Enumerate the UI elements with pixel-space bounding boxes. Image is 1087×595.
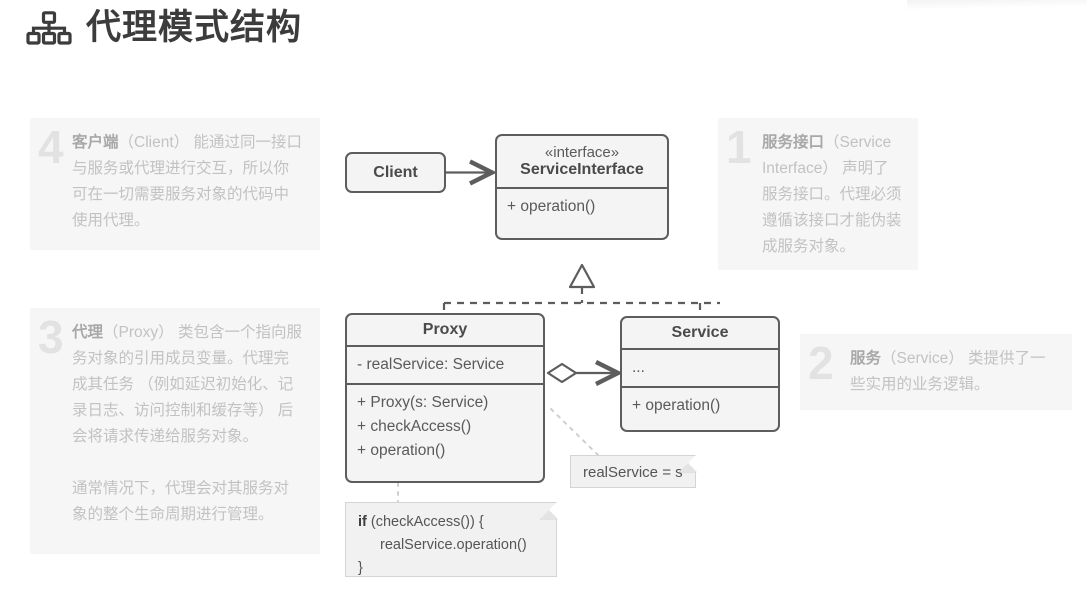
uml-attribute: ... xyxy=(632,359,645,376)
uml-class-service-name: Service xyxy=(671,324,729,341)
uml-service-header: Service xyxy=(622,318,778,348)
note-leader-assignment xyxy=(550,408,599,456)
uml-stereotype: «interface» xyxy=(544,144,620,161)
panel-term-proxy: 代理 xyxy=(72,324,104,341)
panel-term-service: 服务 xyxy=(850,350,882,367)
uml-service-operations: + operation() xyxy=(622,386,778,424)
uml-class-service-interface[interactable]: «interface» ServiceInterface + operation… xyxy=(495,134,669,240)
panel-text-client: 客户端（Client） 能通过同一接口与服务或代理进行交互，所以你可在一切需要服… xyxy=(46,130,304,234)
realization-triangle xyxy=(568,263,596,289)
uml-operation: + Proxy(s: Service) xyxy=(357,394,489,411)
panel-term-client: 客户端 xyxy=(72,134,119,151)
uml-class-service-interface-name: ServiceInterface xyxy=(520,161,644,178)
uml-operation: + checkAccess() xyxy=(357,418,472,435)
uml-interface-operations: + operation() xyxy=(497,187,667,225)
panel-body-service: （Service） 类提供了一些实用的业务逻辑。 xyxy=(850,350,1046,393)
panel-body-service-interface: （Service Interface） 声明了服务接口。代理必须遵循该接口才能伪… xyxy=(762,134,902,255)
uml-attribute: - realService: Service xyxy=(357,356,505,373)
uml-proxy-attributes: - realService: Service xyxy=(347,345,543,383)
panel-number-2: 2 xyxy=(808,337,834,389)
panel-body-proxy-2: 通常情况下，代理会对其服务对象的整个生命周期进行管理。 xyxy=(72,480,290,523)
panel-number-4: 4 xyxy=(38,121,64,173)
code-keyword-if: if xyxy=(358,514,367,530)
panel-body-client: （Client） 能通过同一接口与服务或代理进行交互，所以你可在一切需要服务对象… xyxy=(72,134,302,229)
uml-class-proxy[interactable]: Proxy - realService: Service + Proxy(s: … xyxy=(345,313,545,483)
panel-text-proxy: 代理（Proxy） 类包含一个指向服务对象的引用成员变量。代理完成其任务 （例如… xyxy=(46,320,304,528)
panel-text-service-interface: 服务接口（Service Interface） 声明了服务接口。代理必须遵循该接… xyxy=(734,130,902,260)
code-line-1-rest: (checkAccess()) { xyxy=(366,514,484,530)
explanation-panel-service-interface: 1 服务接口（Service Interface） 声明了服务接口。代理必须遵循… xyxy=(718,118,918,270)
panel-number-1: 1 xyxy=(726,121,752,173)
uml-note-code-line-1: if (checkAccess()) { xyxy=(358,511,544,534)
panel-text-service: 服务（Service） 类提供了一些实用的业务逻辑。 xyxy=(816,346,1056,398)
page-title: 代理模式结构 xyxy=(86,8,303,47)
uml-service-attributes: ... xyxy=(622,348,778,386)
uml-note-code-line-2: realService.operation() xyxy=(380,537,527,553)
uml-note-code: if (checkAccess()) { realService.operati… xyxy=(345,502,557,577)
explanation-panel-client: 4 客户端（Client） 能通过同一接口与服务或代理进行交互，所以你可在一切需… xyxy=(30,118,320,250)
uml-operation: + operation() xyxy=(357,442,446,459)
panel-number-3: 3 xyxy=(38,311,64,363)
panel-term-service-interface: 服务接口 xyxy=(762,134,825,151)
panel-body-proxy-1: （Proxy） 类包含一个指向服务对象的引用成员变量。代理完成其任务 （例如延迟… xyxy=(72,324,302,445)
aggregation-diamond xyxy=(546,362,578,384)
uml-interface-header: «interface» ServiceInterface xyxy=(497,136,667,187)
top-edge-artifact xyxy=(906,0,1087,11)
uml-operation: + operation() xyxy=(507,198,596,215)
uml-class-client-name: Client xyxy=(373,163,418,181)
uml-class-client[interactable]: Client xyxy=(345,152,446,193)
uml-proxy-header: Proxy xyxy=(347,315,543,345)
uml-note-assignment: realService = s xyxy=(570,455,696,488)
uml-class-proxy-name: Proxy xyxy=(422,321,468,338)
uml-note-assignment-text: realService = s xyxy=(583,464,683,481)
uml-proxy-operations: + Proxy(s: Service) + checkAccess() + op… xyxy=(347,383,543,469)
uml-operation: + operation() xyxy=(632,397,721,414)
sitemap-icon xyxy=(26,10,72,45)
page-header: 代理模式结构 xyxy=(26,10,302,45)
uml-class-service[interactable]: Service ... + operation() xyxy=(620,316,780,432)
explanation-panel-proxy: 3 代理（Proxy） 类包含一个指向服务对象的引用成员变量。代理完成其任务 （… xyxy=(30,308,320,554)
explanation-panel-service: 2 服务（Service） 类提供了一些实用的业务逻辑。 xyxy=(800,334,1072,410)
uml-note-code-line-3: } xyxy=(358,560,363,576)
